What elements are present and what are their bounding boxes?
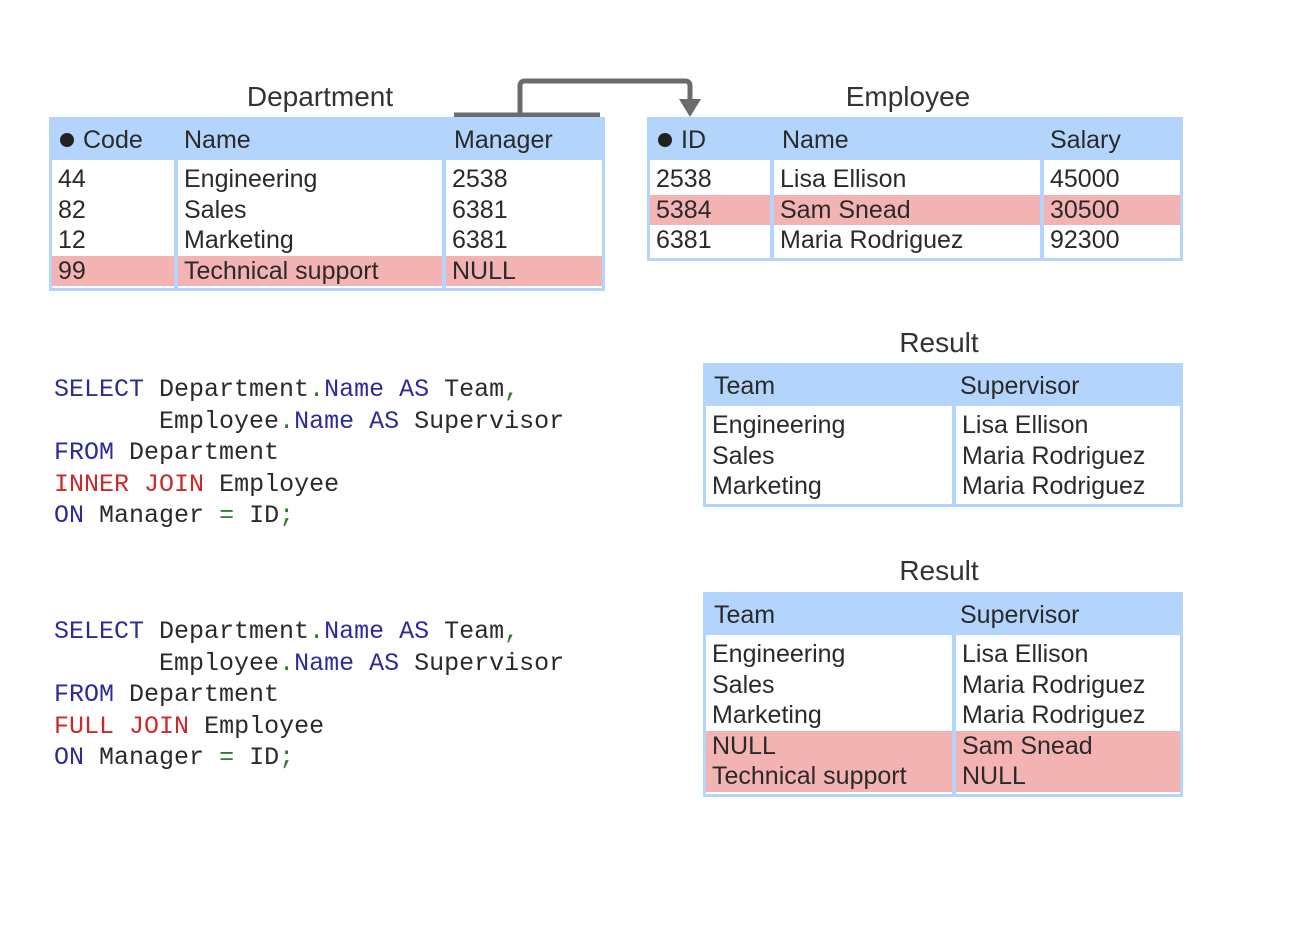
table-cell: Maria Rodriguez — [962, 441, 1146, 470]
table-cell: 99 — [52, 255, 174, 286]
primary-key-dot-icon — [60, 133, 74, 147]
inner-result-title: Result — [899, 327, 979, 358]
table-cell: 44 — [58, 165, 86, 193]
department-header-code: Code — [52, 120, 176, 160]
table-cell: Maria Rodriguez — [962, 701, 1146, 729]
table-cell: Lisa Ellison — [962, 640, 1089, 668]
table-cell: Sam Snead — [774, 194, 1040, 225]
department-header-name: Name — [184, 126, 251, 154]
table-cell: 2538 — [656, 165, 712, 193]
department-header-manager: Manager — [454, 126, 553, 154]
foreign-key-arrow-icon — [454, 78, 701, 118]
table-cell: Maria Rodriguez — [780, 226, 964, 254]
table-cell: Engineering — [184, 165, 318, 193]
full-join-query: SELECT Department.Name AS Team, Employee… — [54, 617, 565, 772]
full-result-header: Team Supervisor — [706, 595, 1180, 635]
table-cell: Sales — [184, 195, 247, 224]
table-cell: Maria Rodriguez — [962, 670, 1146, 699]
table-cell: NULL — [956, 761, 1180, 792]
table-cell: Engineering — [712, 640, 846, 668]
table-cell: 6381 — [656, 226, 712, 254]
employee-header-salary: Salary — [1050, 126, 1121, 154]
table-cell: NULL — [706, 730, 952, 761]
table-cell: Marketing — [712, 472, 822, 500]
table-cell: Sales — [712, 441, 775, 470]
table-cell: Engineering — [712, 411, 846, 439]
table-cell: 5384 — [650, 194, 770, 225]
table-cell: Technical support — [706, 761, 952, 792]
table-cell: 45000 — [1050, 165, 1120, 193]
table-cell: 6381 — [452, 195, 508, 224]
employee-table-title: Employee — [845, 81, 971, 112]
table-cell: Sales — [712, 670, 775, 699]
table-cell: 92300 — [1050, 226, 1120, 254]
table-cell: 82 — [58, 195, 86, 224]
table-cell: 6381 — [452, 226, 508, 254]
table-cell: Technical support — [178, 255, 442, 286]
table-cell: NULL — [446, 255, 602, 286]
full-result-header-team: Team — [714, 601, 776, 629]
table-cell: Marketing — [712, 701, 822, 729]
table-cell: 12 — [58, 226, 86, 254]
table-cell: Lisa Ellison — [962, 411, 1089, 439]
table-cell: 2538 — [452, 165, 508, 193]
table-cell: Maria Rodriguez — [962, 472, 1146, 500]
table-cell: 30500 — [1044, 194, 1180, 225]
inner-result-header: Team Supervisor — [706, 366, 1180, 406]
department-table-title: Department — [246, 81, 394, 112]
employee-header-name: Name — [782, 126, 849, 154]
primary-key-dot-icon — [658, 133, 672, 147]
full-result-header-supervisor: Supervisor — [960, 601, 1080, 629]
employee-table-header: ID Name Salary — [650, 120, 1180, 160]
inner-join-query: SELECT Department.Name AS Team, Employee… — [54, 375, 565, 530]
inner-result-header-supervisor: Supervisor — [960, 372, 1080, 400]
full-result-title: Result — [899, 555, 979, 586]
employee-header-id: ID — [650, 120, 772, 160]
table-cell: Sam Snead — [956, 730, 1180, 761]
department-table-header: Code Name Manager — [52, 120, 602, 160]
table-cell: Marketing — [184, 226, 294, 254]
table-cell: Lisa Ellison — [780, 165, 907, 193]
inner-result-header-team: Team — [714, 372, 776, 400]
